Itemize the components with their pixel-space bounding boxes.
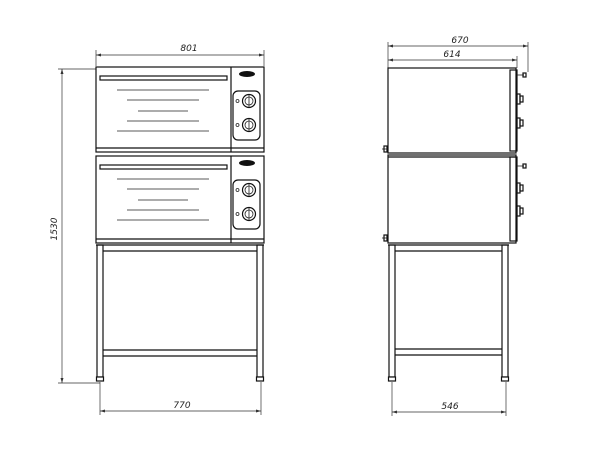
window-lines: [117, 89, 209, 132]
control-panel: [232, 90, 261, 141]
lower-deck-side: [382, 154, 527, 244]
dimension-stand-depth: 546: [391, 382, 507, 416]
control-knob-icon[interactable]: [241, 93, 257, 109]
dimension-overall-width: 801: [95, 44, 265, 66]
dim-label-770: 770: [173, 401, 190, 411]
dim-label-614: 614: [443, 50, 460, 60]
indicator-light-icon: [235, 123, 240, 127]
logo-badge-icon: [239, 160, 255, 166]
door-handle: [99, 75, 228, 81]
door-handle: [99, 164, 228, 170]
upper-deck-side: [382, 67, 527, 154]
dim-label-801: 801: [180, 44, 197, 54]
front-view: 801 1530: [50, 44, 265, 415]
logo-badge-icon: [239, 71, 255, 77]
stand-foot: [387, 376, 397, 382]
side-view: 670 614: [382, 36, 529, 416]
control-knob-icon[interactable]: [241, 206, 257, 222]
control-knob-icon[interactable]: [241, 117, 257, 133]
dimension-stand-width: 770: [99, 382, 262, 415]
indicator-light-icon: [235, 212, 240, 216]
lower-deck-front: [95, 155, 265, 244]
stand-side: [387, 244, 510, 382]
vent-pin: [522, 163, 527, 169]
vent-pin: [522, 72, 527, 78]
side-knob-icon: [516, 205, 524, 217]
dimension-overall-height: 1530: [50, 68, 100, 384]
stand-foot: [500, 376, 510, 382]
stand-foot: [95, 376, 105, 382]
hinge-icon: [382, 234, 388, 242]
dim-label-546: 546: [441, 402, 458, 412]
upper-deck-front: [95, 66, 265, 153]
indicator-light-icon: [235, 188, 240, 192]
control-panel: [232, 179, 261, 230]
window-lines: [117, 178, 209, 221]
indicator-light-icon: [235, 99, 240, 103]
hinge-icon: [382, 145, 388, 153]
dim-label-670: 670: [451, 36, 468, 46]
stand-foot: [255, 376, 265, 382]
dimension-overall-depth: 670: [387, 36, 529, 72]
side-knob-icon: [516, 117, 524, 129]
dim-label-1530: 1530: [50, 217, 60, 240]
side-knob-icon: [516, 93, 524, 105]
stand-front: [95, 244, 265, 382]
control-knob-icon[interactable]: [241, 182, 257, 198]
dimension-body-depth: 614: [388, 50, 518, 68]
side-knob-icon: [516, 182, 524, 194]
